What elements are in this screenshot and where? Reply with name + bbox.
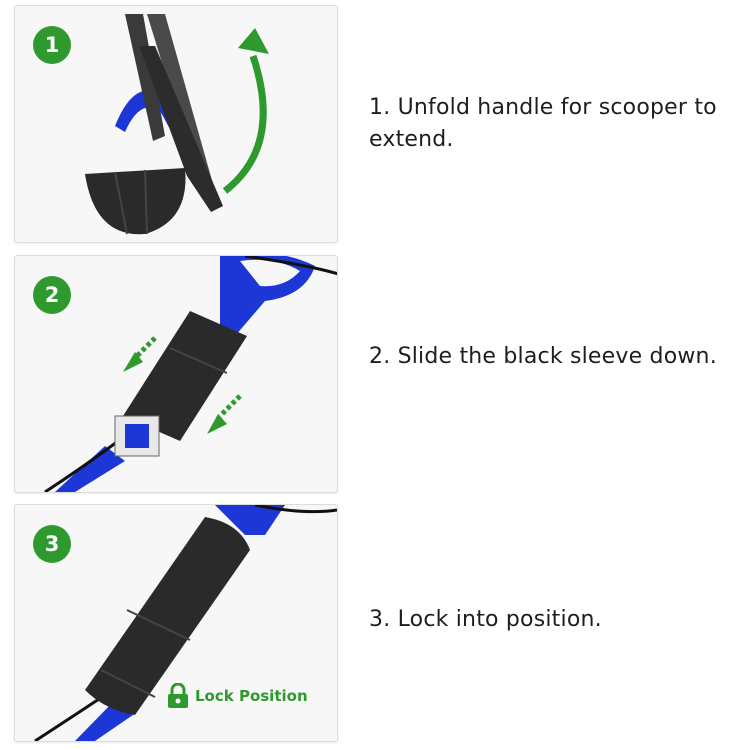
locked-sleeve-illustration xyxy=(34,505,337,741)
step-2-badge: 2 xyxy=(33,276,71,314)
step-2-image: 2 xyxy=(14,255,338,493)
folded-scooper-illustration xyxy=(85,14,269,235)
lock-indicator: Lock Position xyxy=(167,683,308,709)
lock-icon xyxy=(168,683,188,708)
step-3-badge: 3 xyxy=(33,525,71,563)
lock-position-label: Lock Position xyxy=(195,687,308,705)
slide-down-arrow-icon xyxy=(123,336,242,434)
step-2-text: 2. Slide the black sleeve down. xyxy=(369,344,717,369)
step-1-image: 1 xyxy=(14,5,338,243)
sleeve-slide-illustration xyxy=(44,256,337,492)
step-3-text: 3. Lock into position. xyxy=(369,607,602,632)
curved-arrow-icon xyxy=(222,28,269,194)
step-1-text: 1. Unfold handle for scooper to extend. xyxy=(369,95,717,152)
step-3-image: 3 Lock Position xyxy=(14,504,338,742)
step-1-badge: 1 xyxy=(33,26,71,64)
